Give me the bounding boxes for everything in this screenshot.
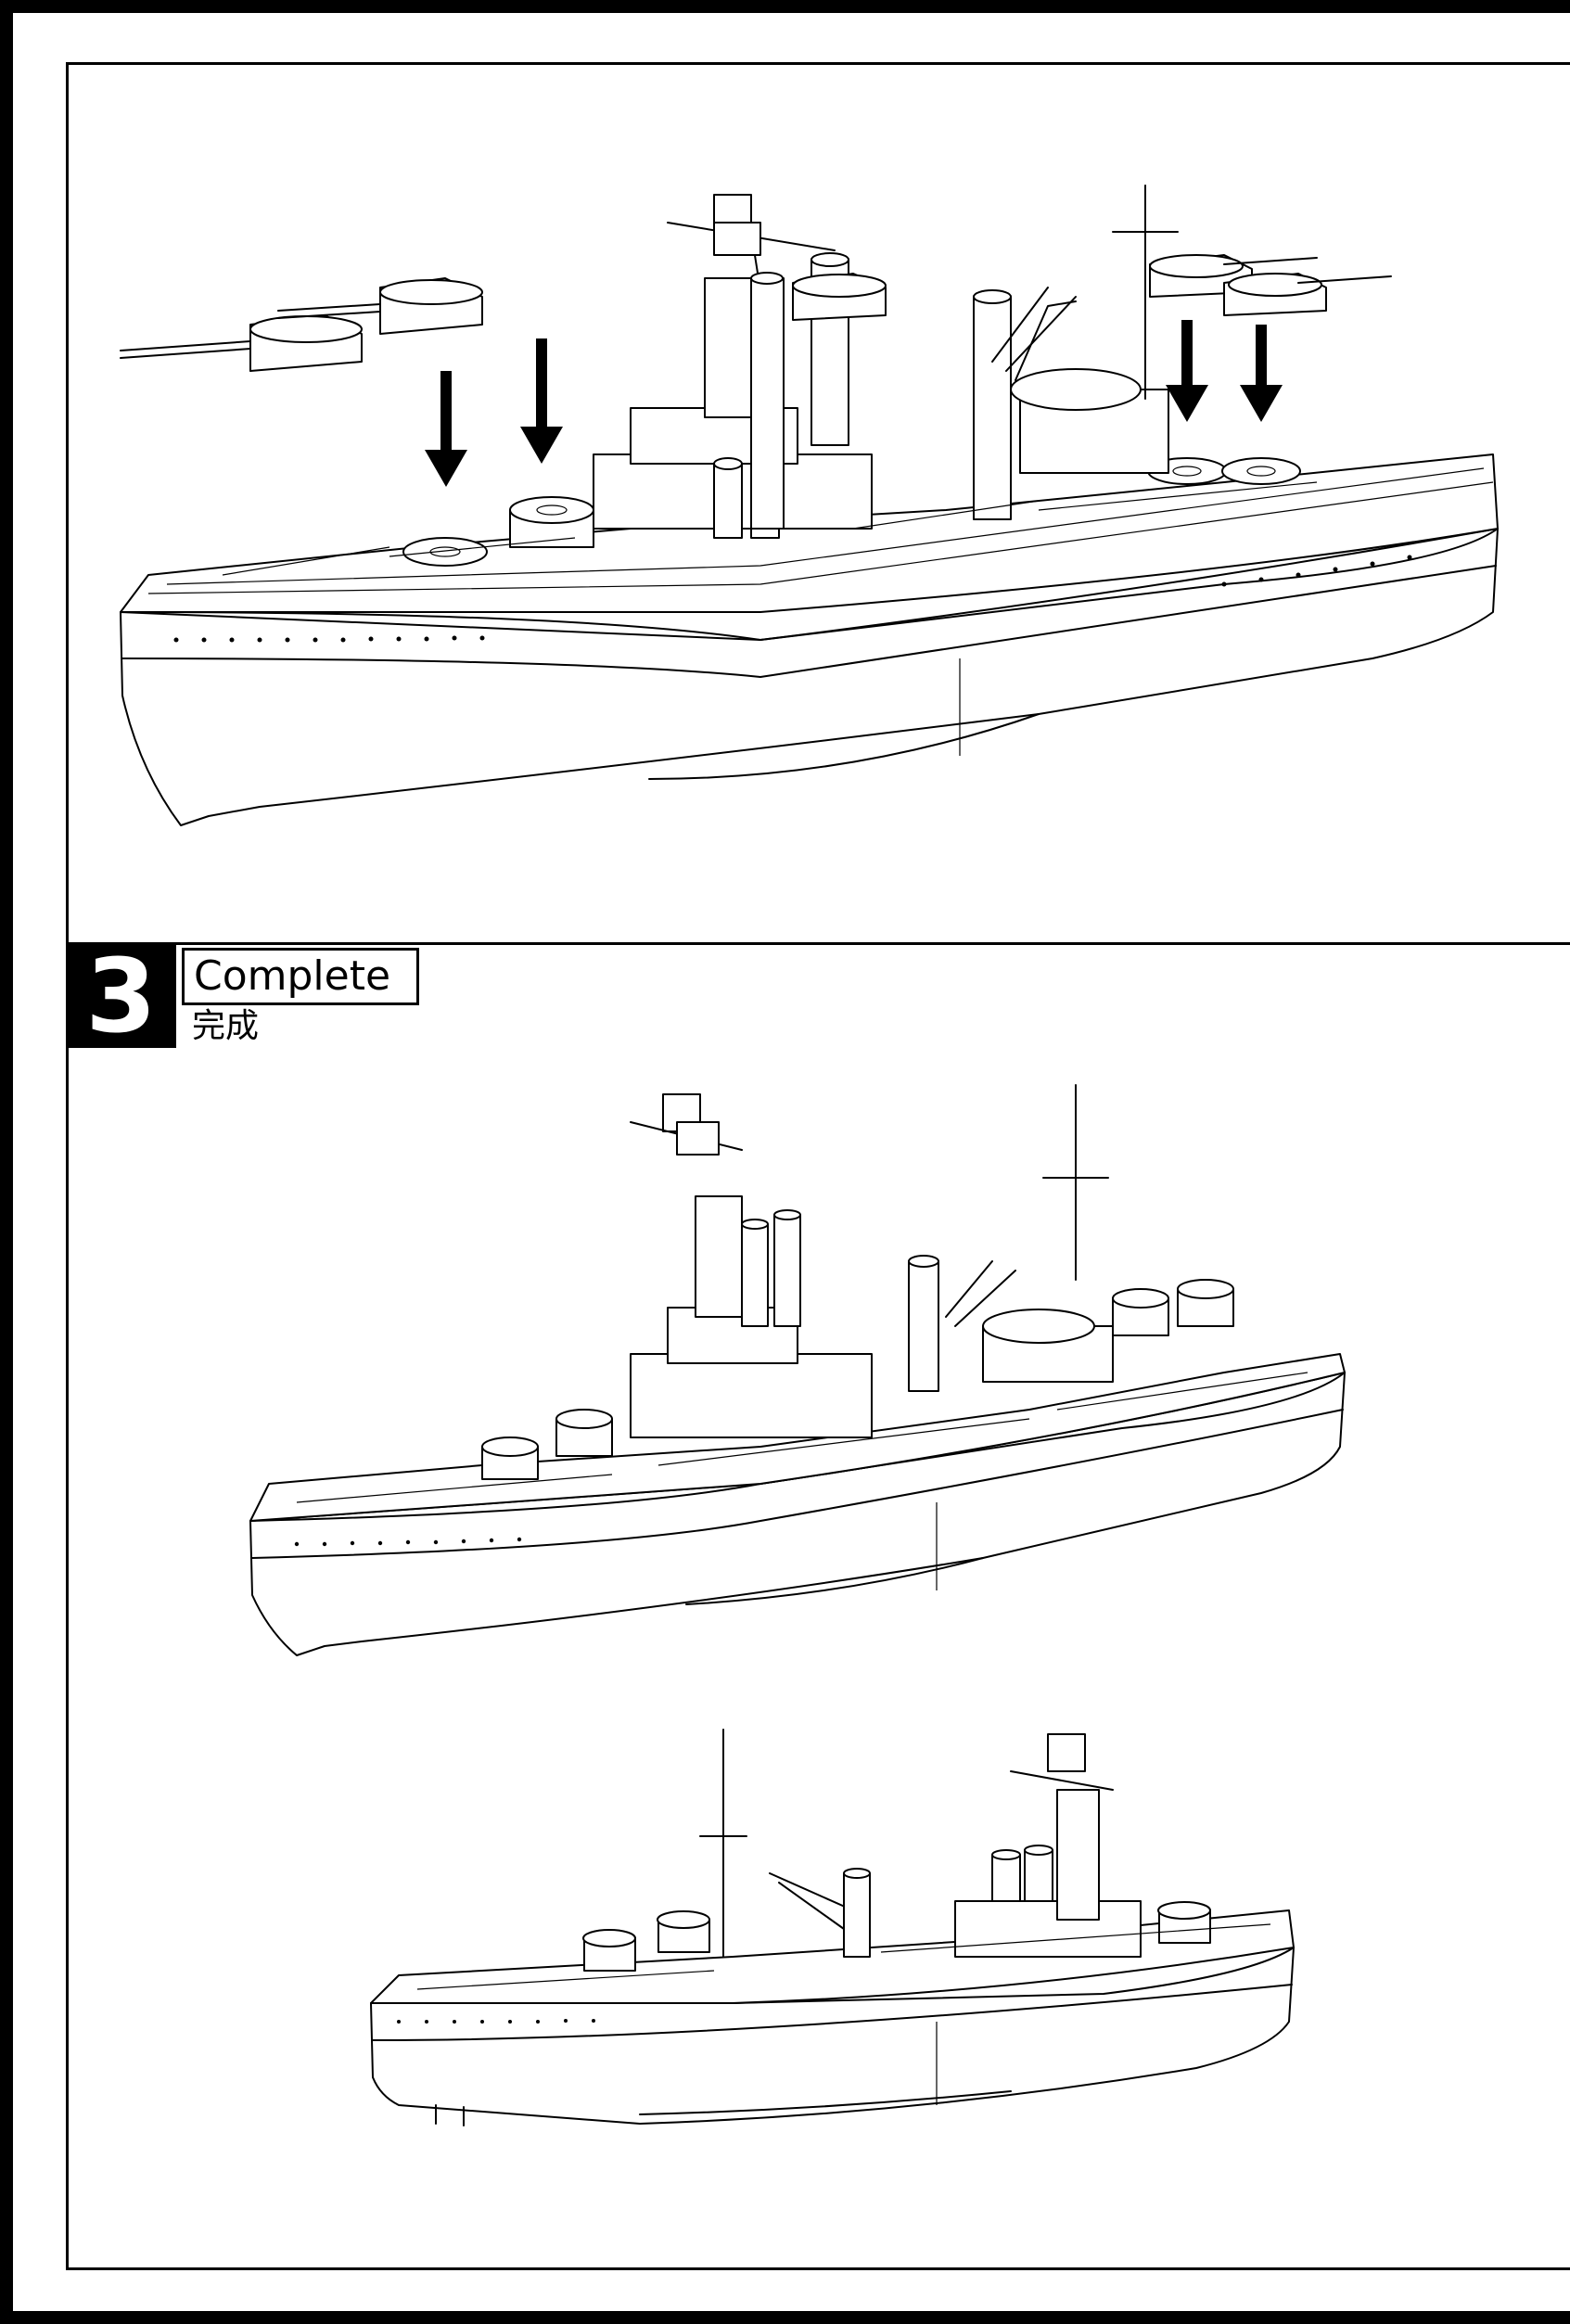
panel-divider	[66, 942, 1570, 945]
down-arrow-icon	[520, 338, 563, 464]
step-title: Complete	[182, 948, 419, 1005]
step-number: 3	[66, 945, 176, 1048]
step-subtitle: 完成	[192, 1007, 260, 1045]
battleship-assembly-drawing	[120, 185, 1499, 826]
down-arrow-icon	[425, 371, 467, 487]
down-arrow-icon	[1240, 325, 1283, 422]
down-arrow-icon	[1166, 320, 1208, 422]
battleship-starboard-view	[370, 1729, 1295, 2126]
instruction-frame	[66, 62, 1570, 2270]
battleship-port-view	[249, 1084, 1346, 1656]
